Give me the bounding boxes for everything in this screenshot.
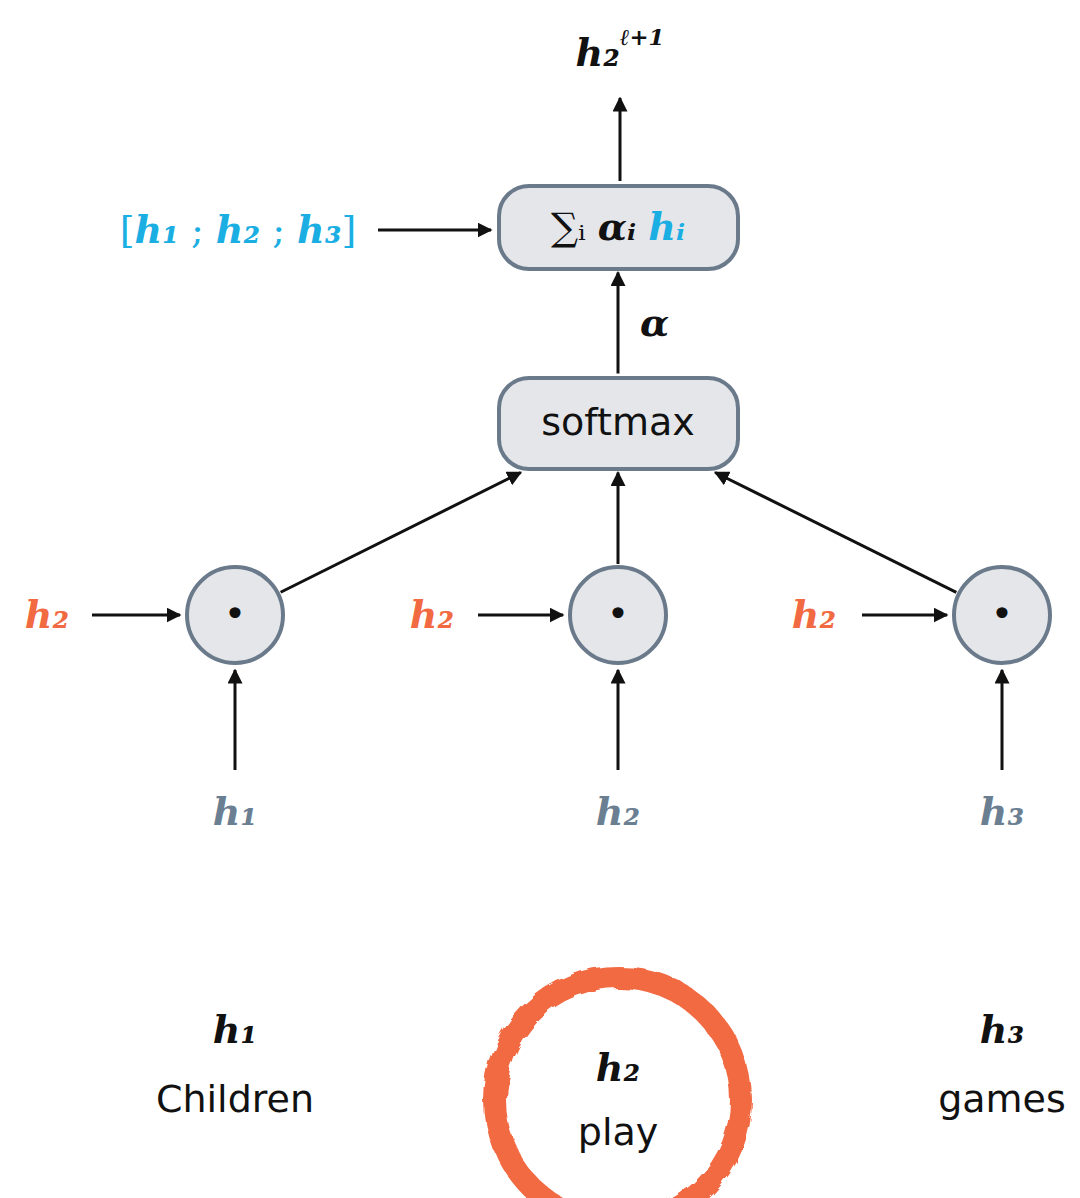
key-arrow (617, 670, 620, 770)
connector-arrow (617, 273, 620, 374)
node-text: h₂ (596, 1047, 640, 1090)
key-vector: h₃ (980, 791, 1024, 834)
token-word: Children (156, 1079, 314, 1121)
dot-symbol: • (224, 594, 246, 636)
query-arrow (478, 614, 563, 617)
query-vector: h₂ (792, 594, 836, 637)
softmax-box: softmax (497, 376, 740, 471)
focus-word-circle: h₂ play (473, 955, 763, 1198)
value-arrow (378, 229, 491, 232)
weighted-sum-box: ∑ᵢ αᵢ hᵢ (497, 184, 740, 271)
value-vectors: [h₁ ; h₂ ; h₃] (120, 209, 356, 252)
dot-product-node: • (952, 565, 1052, 665)
key-vector: h₁ (213, 791, 257, 834)
connector-arrow (617, 473, 620, 565)
dot-symbol: • (607, 594, 629, 636)
query-vector: h₂ (410, 594, 454, 637)
connector-arrow (715, 473, 956, 593)
key-arrow (1001, 670, 1004, 770)
dot-symbol: • (991, 594, 1013, 636)
output-vector: h₂ℓ+1 (576, 25, 665, 74)
query-vector: h₂ (25, 594, 69, 637)
output-arrow (619, 98, 622, 181)
query-arrow (92, 614, 180, 617)
query-arrow (862, 614, 947, 617)
dot-product-node: • (185, 565, 285, 665)
connector-arrow (281, 473, 521, 593)
node-text: play (578, 1112, 658, 1154)
brush-circle (495, 977, 741, 1198)
token-word: games (938, 1079, 1066, 1121)
key-vector: h₂ (596, 791, 640, 834)
node-text: ∑ᵢ αᵢ hᵢ (551, 206, 685, 249)
token-vector: h₃ (980, 1009, 1024, 1052)
node-text: softmax (541, 402, 694, 444)
token-vector: h₁ (213, 1009, 257, 1052)
dot-product-node: • (568, 565, 668, 665)
attention-weights-label: α (640, 302, 669, 345)
key-arrow (234, 670, 237, 770)
